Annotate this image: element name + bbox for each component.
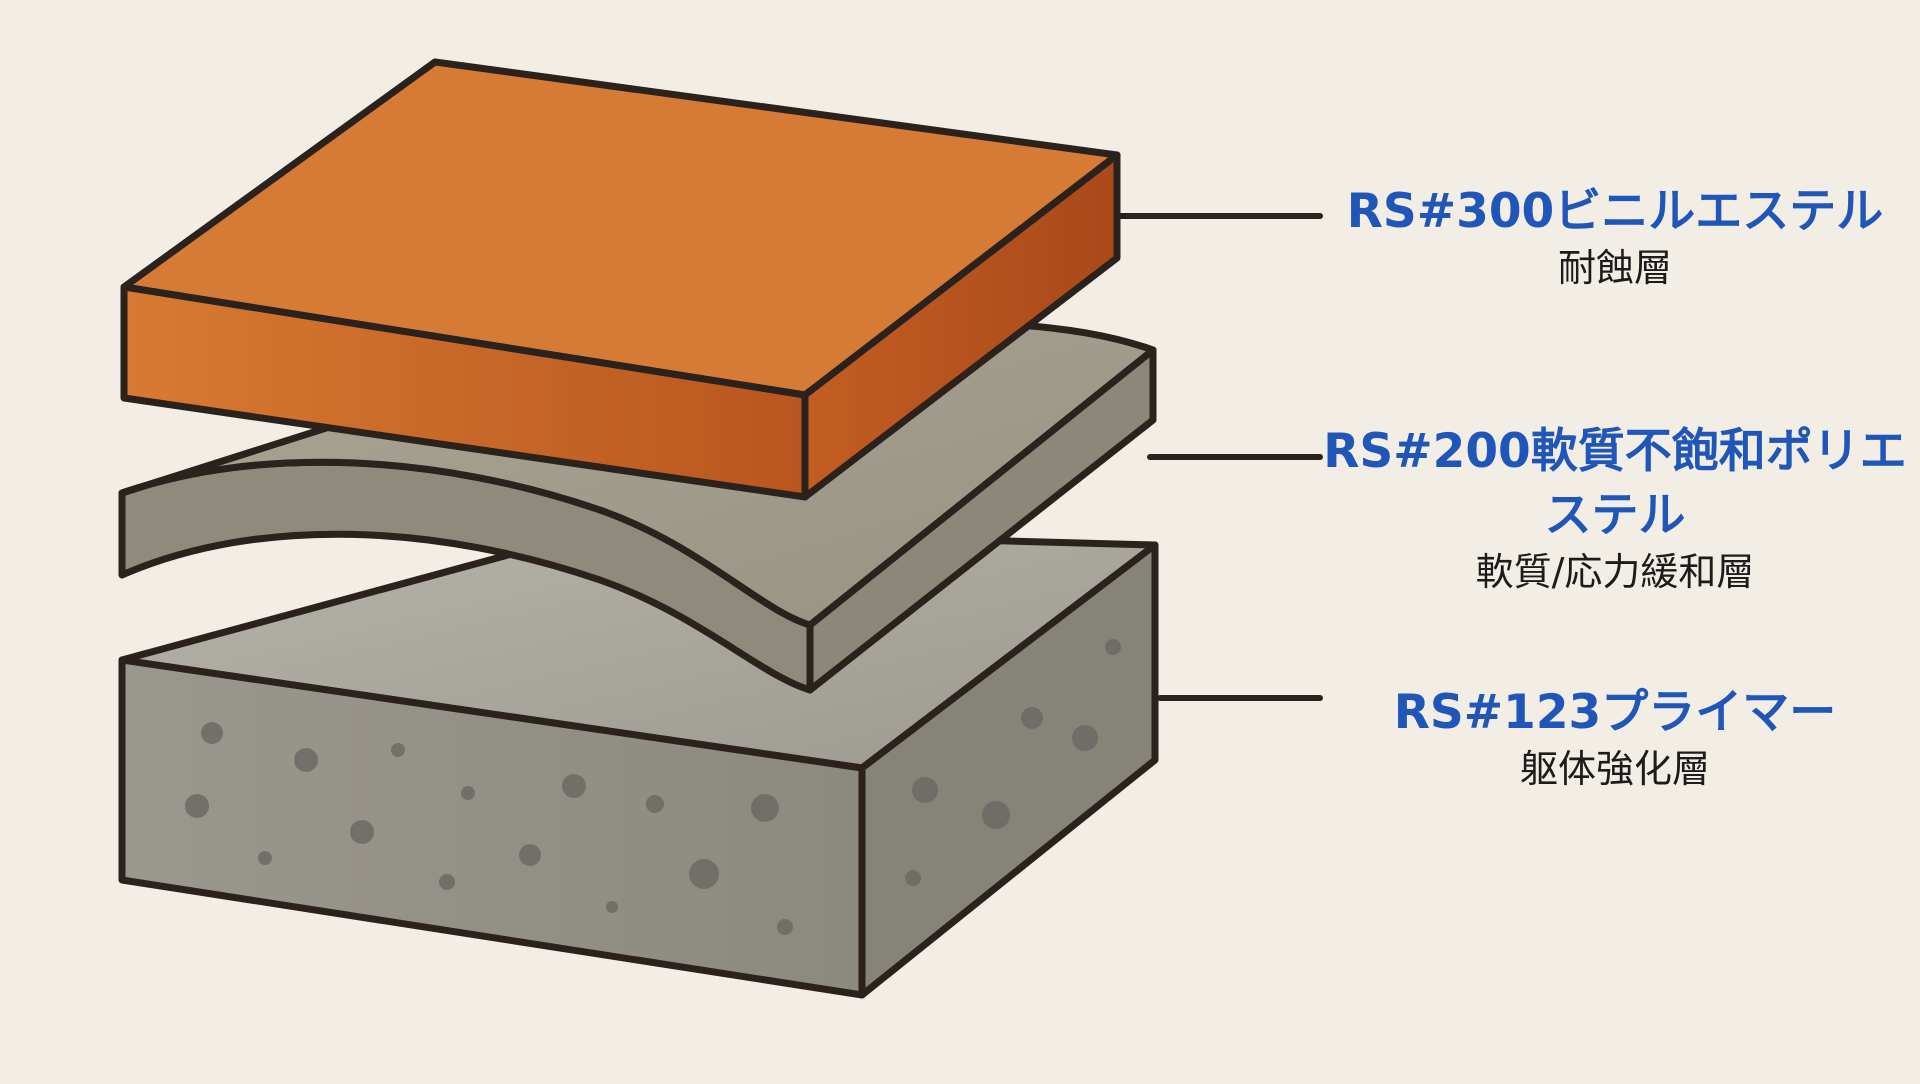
aggregate-dots	[185, 639, 1121, 935]
base-label-name: RS#123プライマー	[1393, 685, 1837, 740]
base-layer-side-face	[858, 541, 1159, 999]
topcoat-layer	[120, 58, 1121, 501]
base-label: RS#123プライマー 躯体強化層	[1320, 681, 1910, 793]
middle-label-name: RS#200軟質不飽和ポリエステル	[1323, 424, 1907, 543]
middle-label: RS#200軟質不飽和ポリエステル 軟質/応力緩和層	[1320, 420, 1910, 596]
topcoat-label: RS#300ビニルエステル 耐蝕層	[1320, 180, 1910, 292]
leader-lines	[1117, 213, 1323, 701]
base-layer	[118, 526, 1159, 999]
topcoat-label-name: RS#300ビニルエステル	[1346, 184, 1884, 239]
topcoat-layer-side-face	[801, 151, 1121, 501]
topcoat-label-role: 耐蝕層	[1557, 246, 1672, 290]
middle-label-role: 軟質/応力緩和層	[1475, 550, 1755, 594]
base-label-role: 躯体強化層	[1519, 747, 1710, 791]
